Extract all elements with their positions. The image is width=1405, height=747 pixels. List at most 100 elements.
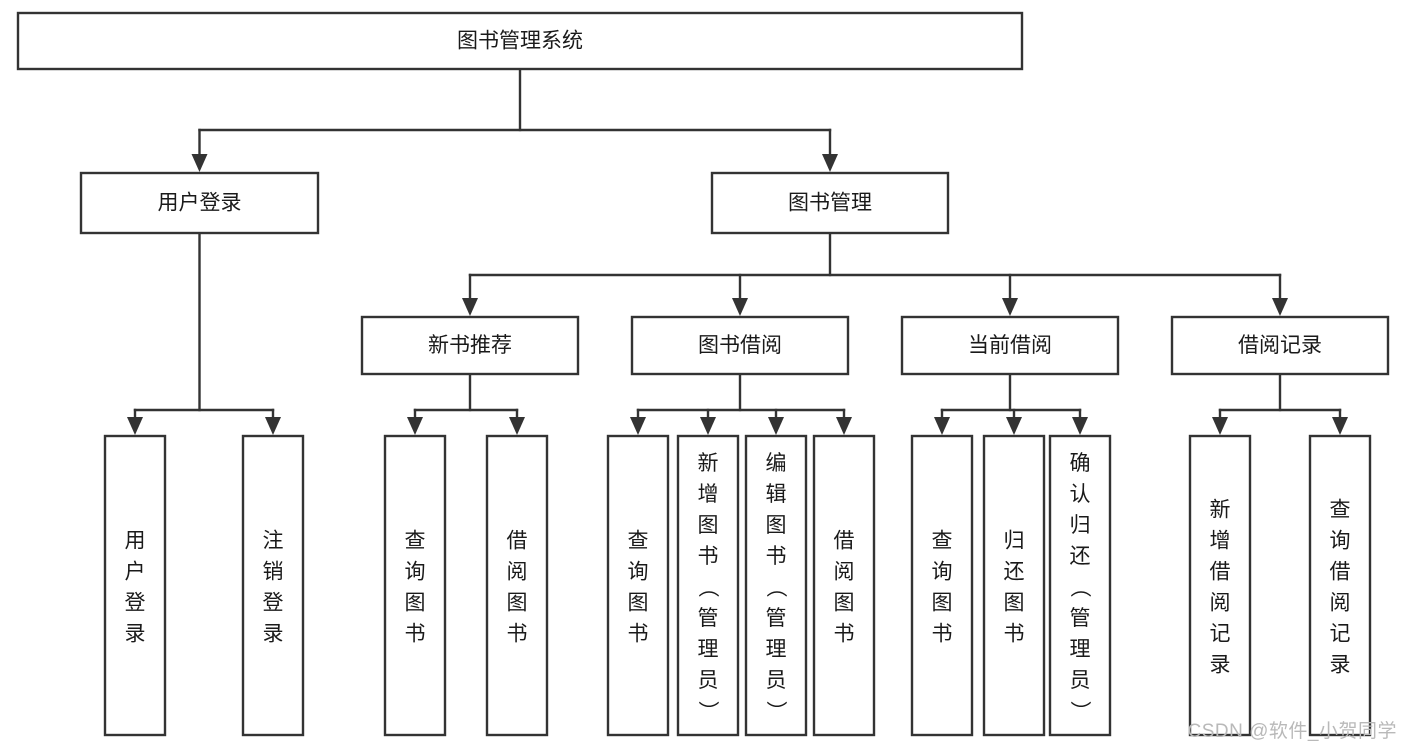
node-label-char: 询 bbox=[1330, 530, 1351, 553]
node-label-char: 员 bbox=[766, 669, 787, 692]
node-box-book-borrow bbox=[630, 315, 850, 376]
node-label-char: 书 bbox=[1004, 623, 1025, 646]
node-label-char: 查 bbox=[628, 530, 649, 553]
arrow-head-icon bbox=[191, 154, 208, 172]
arrow-head-icon bbox=[630, 417, 646, 435]
node-label-char: 管 bbox=[698, 607, 719, 630]
node-label-char: 询 bbox=[628, 561, 649, 584]
node-label-char: 归 bbox=[1070, 514, 1091, 537]
node-label-char: 记 bbox=[1330, 623, 1351, 646]
node-box-user-login bbox=[79, 171, 320, 235]
node-label-char: 图 bbox=[932, 592, 953, 615]
node-book-manage[interactable]: 图书管理 bbox=[710, 171, 950, 235]
node-leaf-user-login[interactable]: 用户登录 bbox=[103, 434, 167, 737]
node-label-char: 借 bbox=[834, 530, 855, 553]
node-label-char: 图 bbox=[766, 514, 787, 537]
arrow-head-icon bbox=[1002, 298, 1018, 316]
arrow-head-icon bbox=[732, 298, 748, 316]
node-label-char: 阅 bbox=[507, 561, 528, 584]
node-label-char: 录 bbox=[125, 623, 146, 646]
node-box-root bbox=[16, 11, 1024, 71]
arrow-head-icon bbox=[1212, 417, 1228, 435]
node-label-char: 询 bbox=[932, 561, 953, 584]
node-label-char: 书 bbox=[766, 545, 787, 568]
node-label-char: 借 bbox=[1210, 561, 1231, 584]
node-label-char: 查 bbox=[1330, 499, 1351, 522]
node-box-leaf-query-book-1 bbox=[383, 434, 447, 737]
node-label-borrow-record: 借阅记录 bbox=[1238, 334, 1322, 357]
node-label-char: 借 bbox=[507, 530, 528, 553]
node-label-char: （ bbox=[696, 577, 719, 598]
arrow-head-icon bbox=[1332, 417, 1348, 435]
node-label-char: 新 bbox=[1210, 499, 1231, 522]
node-label-char: 还 bbox=[1004, 561, 1025, 584]
node-label-char: 员 bbox=[1070, 669, 1091, 692]
node-label-char: 注 bbox=[263, 530, 284, 553]
node-label-char: （ bbox=[1068, 577, 1091, 598]
node-label-book-manage: 图书管理 bbox=[788, 192, 872, 215]
node-label-char: 理 bbox=[766, 638, 787, 661]
node-label-char: 图 bbox=[405, 592, 426, 615]
node-box-leaf-edit-book bbox=[744, 434, 808, 737]
node-box-leaf-confirm-return bbox=[1048, 434, 1112, 737]
node-label-char: 录 bbox=[1330, 654, 1351, 677]
node-label-char: 图 bbox=[1004, 592, 1025, 615]
node-label-char: 编 bbox=[766, 452, 787, 475]
connectors-layer bbox=[127, 67, 1348, 435]
node-label-char: 书 bbox=[507, 623, 528, 646]
node-label-char: 书 bbox=[628, 623, 649, 646]
node-label-char: 理 bbox=[698, 638, 719, 661]
node-new-book-recommend[interactable]: 新书推荐 bbox=[360, 315, 580, 376]
arrow-head-icon bbox=[934, 417, 950, 435]
node-label-root: 图书管理系统 bbox=[457, 30, 583, 53]
node-label-char: 员 bbox=[698, 669, 719, 692]
node-label-char: 书 bbox=[834, 623, 855, 646]
node-label-char: 图 bbox=[698, 514, 719, 537]
node-user-login[interactable]: 用户登录 bbox=[79, 171, 320, 235]
arrow-head-icon bbox=[1072, 417, 1088, 435]
arrow-head-icon bbox=[700, 417, 716, 435]
node-label-char: 管 bbox=[1070, 607, 1091, 630]
node-box-leaf-logout bbox=[241, 434, 305, 737]
node-label-char: 录 bbox=[1210, 654, 1231, 677]
node-label-char: 阅 bbox=[834, 561, 855, 584]
node-label-char: 登 bbox=[125, 592, 146, 615]
node-box-leaf-borrow-book-2 bbox=[812, 434, 876, 737]
node-label-char: 理 bbox=[1070, 638, 1091, 661]
node-label-char: ） bbox=[696, 701, 719, 722]
node-label-char: 用 bbox=[125, 530, 146, 553]
arrow-head-icon bbox=[1006, 417, 1022, 435]
node-label-current-borrow: 当前借阅 bbox=[968, 334, 1052, 357]
arrow-head-icon bbox=[462, 298, 478, 316]
node-box-leaf-query-book-2 bbox=[606, 434, 670, 737]
node-box-leaf-query-record bbox=[1308, 434, 1372, 737]
node-label-char: 查 bbox=[932, 530, 953, 553]
node-label-char: 书 bbox=[405, 623, 426, 646]
node-label-char: 图 bbox=[507, 592, 528, 615]
node-book-borrow[interactable]: 图书借阅 bbox=[630, 315, 850, 376]
node-label-book-borrow: 图书借阅 bbox=[698, 334, 782, 357]
csdn-watermark: CSDN @软件_小贺同学 bbox=[1187, 721, 1397, 742]
node-box-leaf-user-login bbox=[103, 434, 167, 737]
node-label-char: 户 bbox=[125, 561, 146, 584]
node-box-book-manage bbox=[710, 171, 950, 235]
node-label-char: 销 bbox=[263, 561, 284, 584]
node-borrow-record[interactable]: 借阅记录 bbox=[1170, 315, 1390, 376]
node-label-char: ） bbox=[764, 701, 787, 722]
node-current-borrow[interactable]: 当前借阅 bbox=[900, 315, 1120, 376]
node-root[interactable]: 图书管理系统 bbox=[16, 11, 1024, 71]
node-label-char: 新 bbox=[698, 452, 719, 475]
